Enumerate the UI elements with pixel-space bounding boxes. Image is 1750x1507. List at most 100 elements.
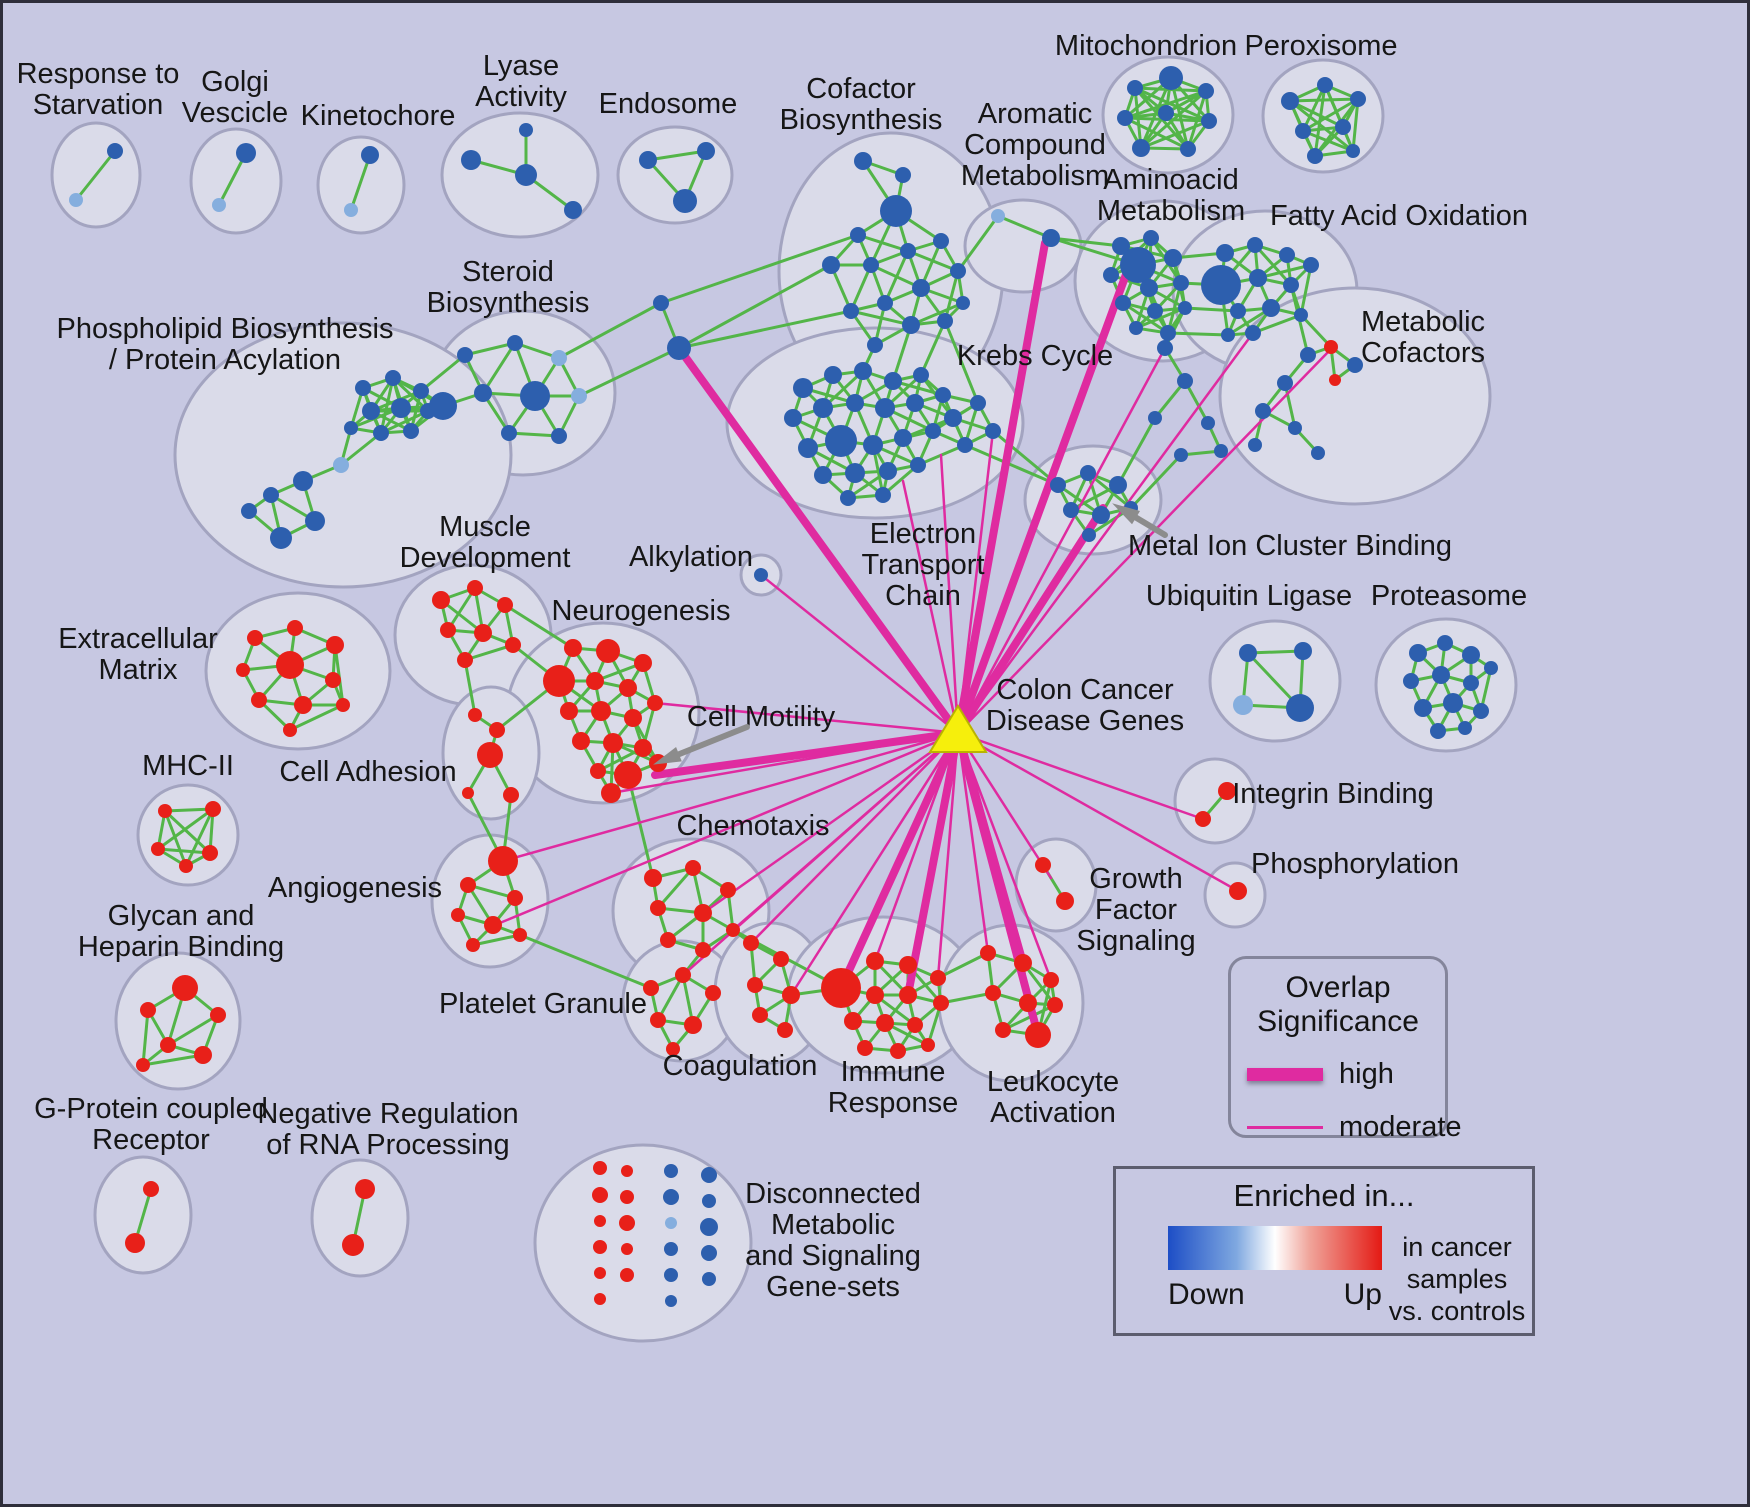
- chemotaxis-label: Chemotaxis: [676, 810, 829, 842]
- lyase-activity-node: [461, 150, 481, 170]
- endosome-node: [639, 151, 657, 169]
- phospholipid-biosynthesis-node: [355, 380, 371, 396]
- disconnected-gene-sets-label: Disconnected: [745, 1178, 921, 1210]
- electron-transport-chain-node: [913, 367, 929, 383]
- aminoacid-metabolism-node: [1147, 303, 1163, 319]
- leukocyte-activation-node: [1025, 1022, 1051, 1048]
- metabolic-cofactors-node: [1347, 357, 1363, 373]
- connector-node: [1177, 373, 1193, 389]
- disconnected-gene-sets-node: [593, 1240, 607, 1254]
- angiogenesis-node: [466, 938, 480, 952]
- disconnected-gene-sets-node: [620, 1268, 634, 1282]
- fatty-acid-oxidation-node: [1230, 303, 1246, 319]
- aminoacid-metabolism-node: [1120, 247, 1156, 283]
- immune-response-node: [866, 952, 884, 970]
- immune-response-node: [857, 1040, 873, 1056]
- cofactor-biosynthesis-label: Cofactor: [806, 73, 916, 105]
- platelet-granule-node: [684, 1016, 702, 1034]
- electron-transport-chain-node: [875, 487, 891, 503]
- overlap-edge-high: [954, 265, 1132, 737]
- golgi-vescicle-label: Golgi: [201, 66, 269, 98]
- extracellular-matrix-node: [236, 663, 250, 677]
- immune-response-label: Response: [828, 1087, 959, 1119]
- disconnected-gene-sets-label: Gene-sets: [766, 1271, 900, 1303]
- green-edge: [156, 847, 212, 855]
- green-edge: [419, 353, 467, 393]
- fatty-acid-oxidation-node: [1221, 328, 1235, 342]
- growth-factor-signaling-label: Signaling: [1076, 925, 1195, 957]
- neurogenesis-node: [572, 732, 590, 750]
- integrin-binding-label: Integrin Binding: [1232, 778, 1434, 810]
- neurogenesis-node: [586, 672, 604, 690]
- immune-response-node: [866, 986, 884, 1004]
- cofactor-biosynthesis-node: [950, 263, 966, 279]
- mhc-ii-node: [179, 859, 193, 873]
- connector-node: [653, 295, 669, 311]
- proteasome-node: [1432, 666, 1450, 684]
- overlap-edge-moderate: [493, 731, 960, 927]
- neurogenesis-node: [591, 701, 611, 721]
- chemotaxis-node: [695, 942, 711, 958]
- disconnected-gene-sets-node: [665, 1295, 677, 1307]
- ubiquitin-ligase-label: Ubiquitin Ligase: [1146, 580, 1352, 612]
- chemotaxis-node: [726, 923, 740, 937]
- kinetochore-label: Kinetochore: [301, 100, 456, 132]
- colon-cancer-hub-label: Disease Genes: [986, 705, 1184, 737]
- angiogenesis-node: [451, 908, 465, 922]
- green-edge: [471, 933, 522, 947]
- green-edge: [184, 807, 215, 868]
- aminoacid-metabolism-node: [1178, 301, 1192, 315]
- green-edge: [481, 341, 517, 395]
- metal-ion-cluster-binding-node: [1082, 528, 1096, 542]
- green-edge: [646, 149, 708, 162]
- disconnected-gene-sets-region: [533, 1143, 753, 1343]
- immune-response-node: [930, 970, 946, 986]
- phospholipid-biosynthesis-node: [333, 457, 349, 473]
- mhc-ii-node: [205, 801, 221, 817]
- electron-transport-chain-node: [957, 437, 973, 453]
- neurogenesis-node: [590, 763, 606, 779]
- fatty-acid-oxidation-node: [1303, 257, 1319, 273]
- extracellular-matrix-node: [325, 672, 341, 688]
- muscle-development-node: [457, 652, 473, 668]
- phosphorylation-node: [1229, 882, 1247, 900]
- alkylation-label: Alkylation: [629, 541, 753, 573]
- steroid-biosynthesis-node: [520, 381, 550, 411]
- steroid-biosynthesis-node: [571, 388, 587, 404]
- overlap-edge-moderate: [936, 731, 960, 980]
- electron-transport-chain-node: [798, 438, 818, 458]
- aromatic-compound-metabolism-node: [1042, 229, 1060, 247]
- proteasome-node: [1458, 721, 1472, 735]
- extracellular-matrix-node: [326, 636, 344, 654]
- cell-adhesion-node: [477, 742, 503, 768]
- endosome-node: [673, 189, 697, 213]
- green-edge: [507, 431, 561, 438]
- chemotaxis-node: [660, 932, 676, 948]
- steroid-biosynthesis-label: Steroid: [462, 256, 554, 288]
- overlap-edge-moderate: [956, 331, 1255, 735]
- green-edge: [891, 323, 913, 383]
- fatty-acid-oxidation-node: [1249, 269, 1267, 287]
- coagulation-node: [743, 935, 759, 951]
- cofactor-biosynthesis-node: [937, 313, 953, 329]
- overlap-edge-high: [954, 729, 1042, 1039]
- green-edge: [141, 1053, 205, 1067]
- neurogenesis-node: [634, 739, 652, 757]
- proteasome-node: [1484, 661, 1498, 675]
- cell-adhesion-node: [468, 708, 482, 722]
- connector-node: [1214, 444, 1228, 458]
- aromatic-compound-metabolism-label: Aromatic: [978, 98, 1092, 130]
- green-edge: [656, 866, 695, 910]
- electron-transport-chain-node: [970, 395, 986, 411]
- ubiquitin-ligase-node: [1294, 642, 1312, 660]
- overlap-edge-high: [651, 729, 962, 779]
- enrichment-gradient-bar: [1168, 1226, 1382, 1270]
- disconnected-gene-sets-node: [594, 1215, 606, 1227]
- muscle-development-node: [440, 622, 456, 638]
- green-edge: [156, 807, 215, 851]
- fatty-acid-oxidation-node: [1294, 308, 1308, 322]
- neurogenesis-node: [560, 702, 578, 720]
- leukocyte-activation-node: [995, 1022, 1011, 1038]
- chemotaxis-node: [685, 860, 701, 876]
- g-protein-coupled-receptor-node: [143, 1181, 159, 1197]
